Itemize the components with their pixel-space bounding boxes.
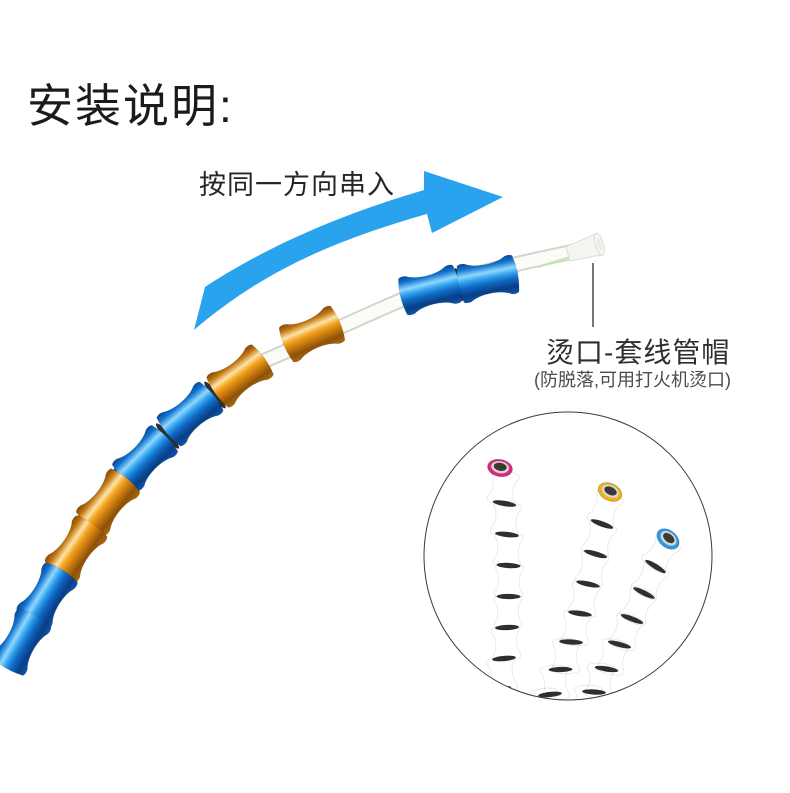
bamboo-bead-undefined [608,612,644,652]
bamboo-bead-undefined [493,593,523,631]
bamboo-bead-undefined [630,559,670,601]
bamboo-bead-undefined [574,550,610,588]
o-ring [496,593,521,600]
bamboo-bead-blue [0,608,52,676]
bamboo-bead-undefined [529,687,561,700]
direction-arrow [194,171,503,330]
bamboo-bead-undefined [551,637,581,675]
bamboo-bead-undefined [490,500,522,538]
inset-border-circle [423,411,713,701]
cap-callout-label: 烫口-套线管帽 [546,337,731,368]
bamboo-bead-blue [397,264,463,316]
inset-chain-blue [573,528,681,700]
o-ring [155,423,180,449]
bamboo-bead-undefined [539,664,571,700]
bamboo-bead-undefined [619,586,657,626]
o-ring [576,580,600,588]
o-ring [594,665,619,673]
bamboo-bead-undefined [567,580,601,618]
o-ring [582,689,606,695]
o-ring [496,562,521,569]
o-ring [584,549,607,559]
o-ring [492,500,517,507]
o-ring [645,559,666,574]
detail-inset [423,411,713,701]
bamboo-bead-undefined [560,609,592,647]
bamboo-bead-undefined [490,624,522,662]
direction-instruction-label: 按同一方向串入 [199,170,395,200]
o-ring [607,640,632,649]
o-ring [495,624,519,631]
bamboo-bead-orange [278,305,346,363]
o-ring [492,655,516,662]
bamboo-bead-undefined [480,685,514,700]
bamboo-bead-undefined [641,532,681,574]
bead-opening [487,458,513,478]
bamboo-bead-blue [156,381,224,447]
page-title: 安装说明: [27,80,234,132]
bamboo-bead-undefined [494,562,524,600]
o-ring [495,531,519,538]
bamboo-bead-blue [456,254,520,304]
bamboo-bead-undefined [492,531,524,569]
tube-end-cap [565,232,605,262]
cap-callout-sublabel: (防脱落,可用打火机烫口) [534,370,731,390]
bead-opening [656,528,680,550]
o-ring [633,587,655,599]
inset-chain-gold [529,482,624,700]
bamboo-bead-orange [75,468,141,536]
main-bead-chain [0,254,520,676]
bamboo-bead-undefined [581,519,617,559]
o-ring [568,610,592,617]
inset-chain-magenta [480,458,524,700]
bamboo-bead-blue [111,424,179,492]
bamboo-bead-undefined [573,684,603,700]
o-ring [590,519,614,529]
inset-background [424,412,712,700]
o-ring [548,666,573,673]
bamboo-bead-undefined [486,469,520,507]
o-ring [538,691,562,698]
bamboo-bead-undefined [596,638,630,676]
tube-green-tint [537,256,571,268]
o-ring [204,381,226,409]
o-ring [620,614,644,624]
bamboo-bead-undefined [586,489,624,529]
o-ring [559,639,583,645]
bead-opening [597,482,623,502]
bamboo-bead-orange [206,344,274,408]
